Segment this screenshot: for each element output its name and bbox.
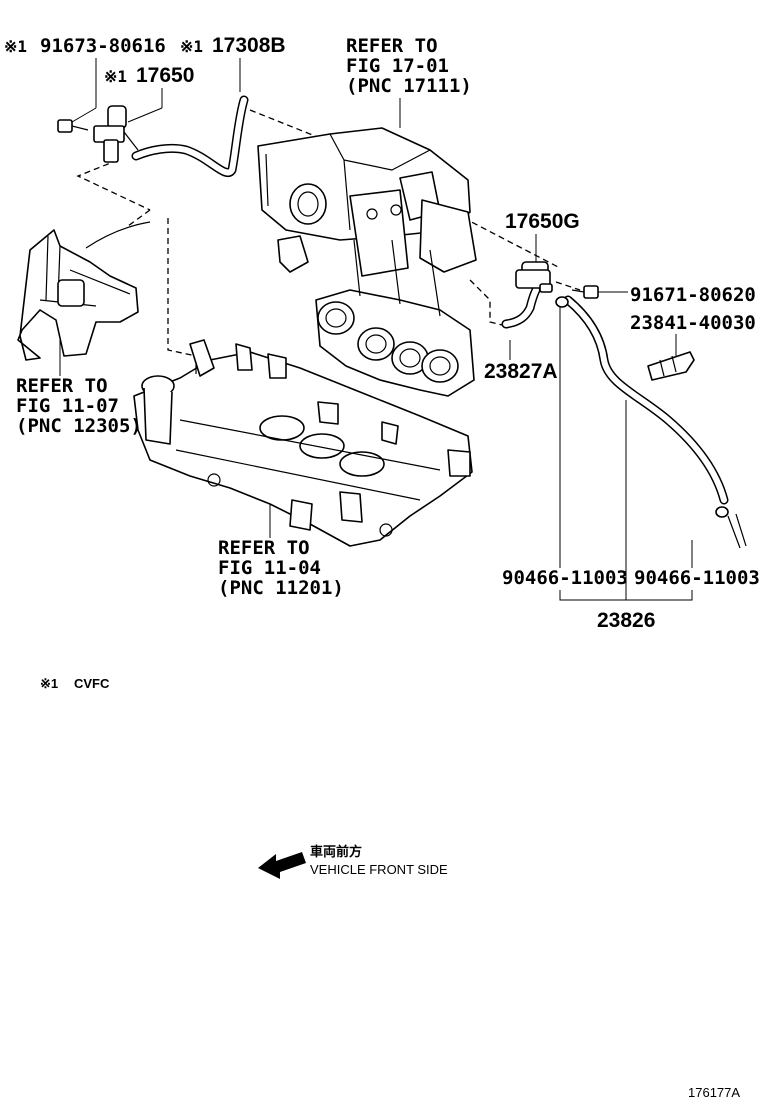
bolt-91671-80620 — [571, 285, 599, 299]
direction-label-jp: 車両前方 — [310, 844, 362, 859]
footnote-mark: ※1 — [40, 676, 58, 691]
part-label-91671-80620[interactable]: 91671-80620 — [630, 284, 756, 306]
callout-mark-1a: ※1 — [4, 37, 27, 56]
callout-mark-1c: ※1 — [104, 67, 127, 86]
air-intake-chamber — [257, 127, 477, 277]
figure-id: 176177A — [688, 1085, 740, 1100]
footnote-text: CVFC — [74, 676, 110, 691]
direction-label-en: VEHICLE FRONT SIDE — [310, 862, 448, 877]
hose-end-lower — [727, 515, 741, 549]
refer-label-fig-11-07-fig[interactable]: FIG 11-07 — [16, 395, 119, 417]
intake-manifold-runners — [315, 239, 475, 397]
hose-23827a — [501, 285, 541, 329]
part-label-17650g[interactable]: 17650G — [505, 210, 580, 233]
engine-mount-bracket — [17, 221, 151, 361]
part-label-17650[interactable]: 17650 — [136, 64, 194, 87]
refer-label-fig-17-01[interactable]: REFER TO — [346, 35, 438, 57]
hose-17308b — [131, 95, 249, 177]
part-label-90466-11003-b[interactable]: 90466-11003 — [634, 567, 760, 589]
part-label-23826[interactable]: 23826 — [597, 609, 655, 632]
hose-23826 — [563, 295, 729, 505]
vsv-17650g — [515, 261, 553, 293]
refer-label-fig-11-04[interactable]: REFER TO — [218, 537, 310, 559]
hose-end-lower-b — [735, 513, 747, 547]
refer-label-fig-11-04-fig[interactable]: FIG 11-04 — [218, 557, 321, 579]
part-label-23841-40030[interactable]: 23841-40030 — [630, 312, 756, 334]
refer-label-fig-11-04-pnc[interactable]: (PNC 11201) — [218, 577, 344, 599]
bolt-91673-80616 — [57, 119, 89, 133]
part-label-23827a[interactable]: 23827A — [484, 360, 558, 383]
vsv-17650 — [93, 105, 139, 163]
part-label-91673-80616[interactable]: 91673-80616 — [40, 35, 166, 57]
front-arrow-icon — [258, 852, 306, 879]
part-label-17308b[interactable]: 17308B — [212, 34, 286, 57]
clamp-90466-11003-b — [715, 506, 729, 518]
refer-label-fig-11-07-pnc[interactable]: (PNC 12305) — [16, 415, 142, 437]
callout-mark-1b: ※1 — [180, 37, 203, 56]
refer-label-fig-17-01-fig[interactable]: FIG 17-01 — [346, 55, 449, 77]
part-label-90466-11003-a[interactable]: 90466-11003 — [502, 567, 628, 589]
leader-lines — [59, 58, 693, 601]
clamp-90466-11003-a — [555, 296, 569, 308]
cylinder-head-lower-manifold — [133, 339, 473, 547]
refer-label-fig-17-01-pnc[interactable]: (PNC 17111) — [346, 75, 472, 97]
clamp-23841-40030 — [647, 351, 695, 381]
refer-label-fig-11-07[interactable]: REFER TO — [16, 375, 108, 397]
